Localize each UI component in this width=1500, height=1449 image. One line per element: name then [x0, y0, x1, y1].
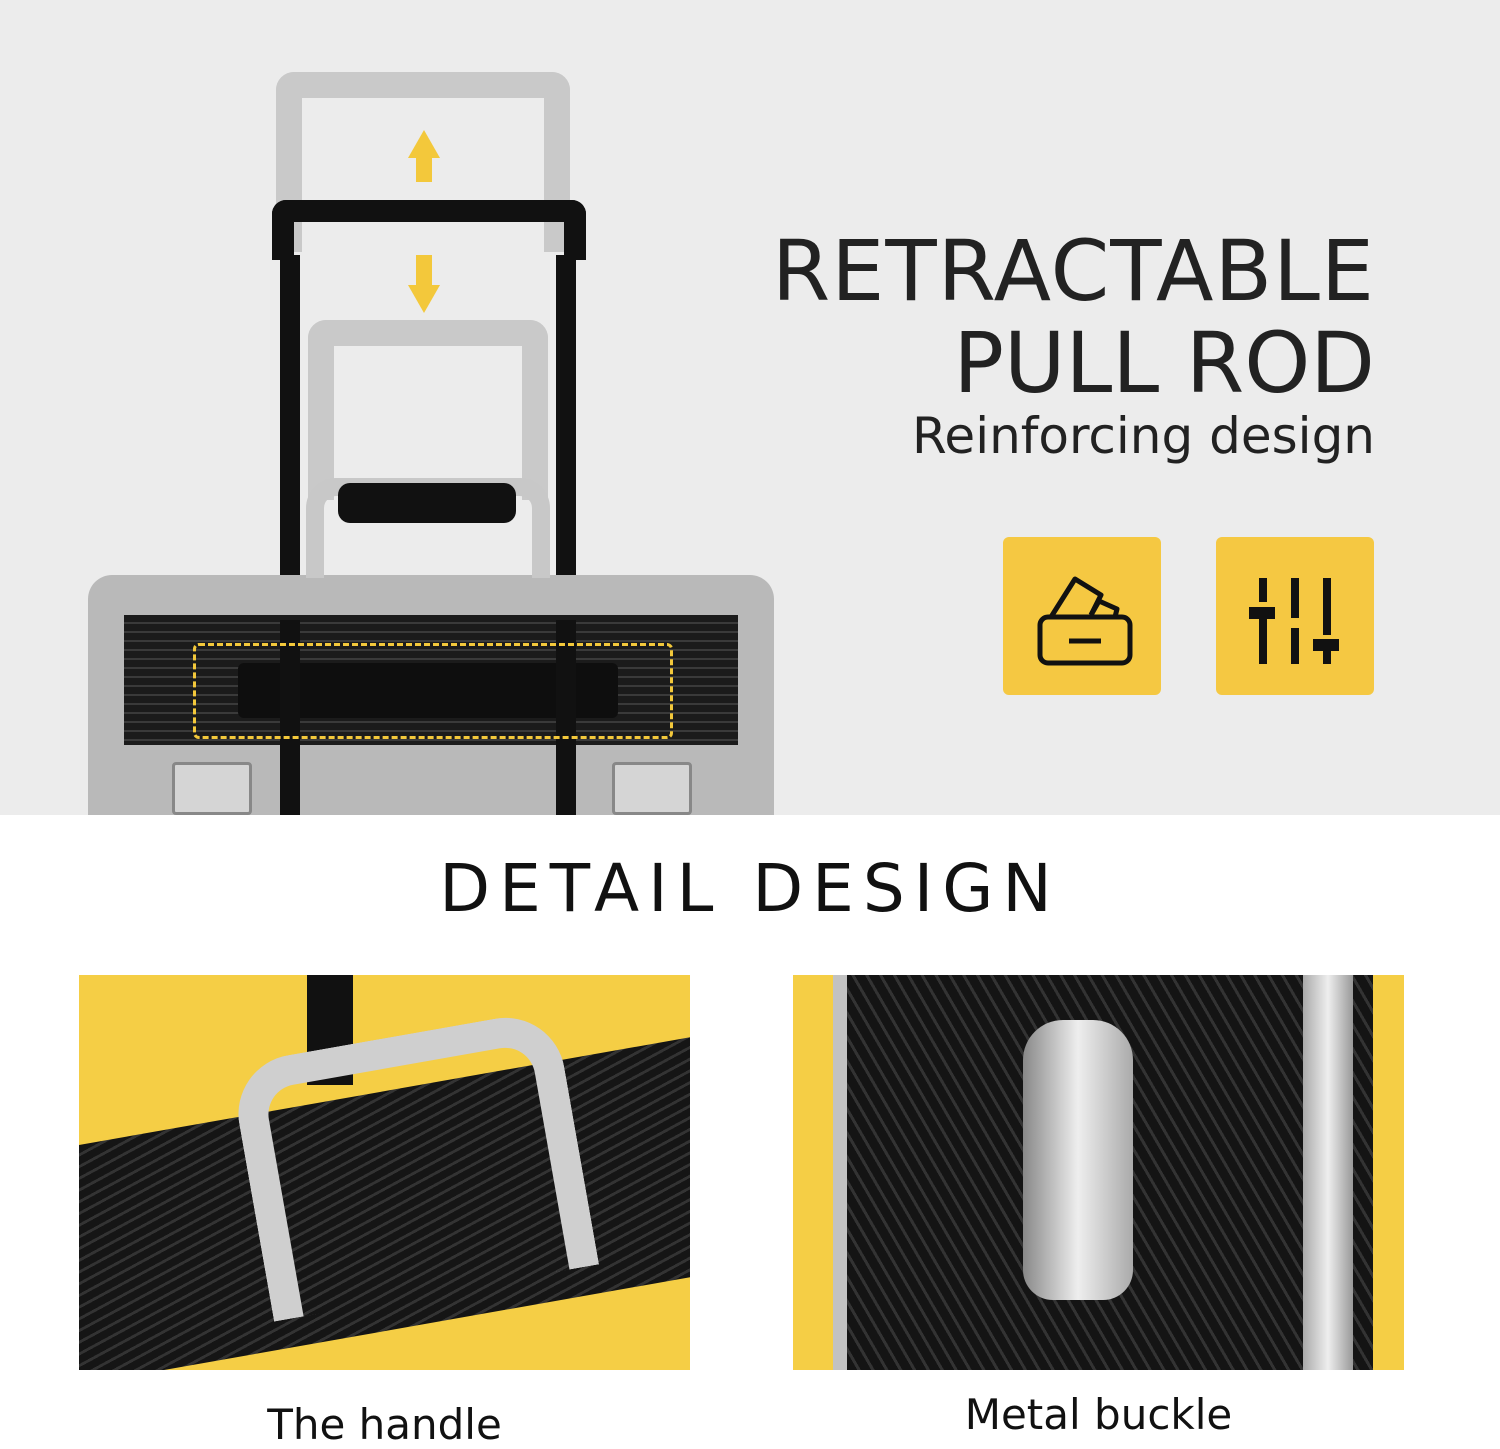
feature-title-line1: RETRACTABLE [771, 222, 1375, 320]
latch-left [172, 762, 252, 815]
handle-detail-photo [79, 975, 690, 1370]
retracted-handle-ghost [308, 320, 548, 500]
rod-over-strap [280, 620, 300, 815]
latch-right [612, 762, 692, 815]
arrow-down-shaft [416, 255, 432, 285]
velcro-strap [238, 663, 618, 718]
rod-over-strap [556, 620, 576, 815]
arrow-down-icon [408, 285, 440, 313]
extended-handle-ghost [276, 72, 570, 252]
caption-handle: The handle [267, 1400, 502, 1449]
caption-metal-buckle: Metal buckle [964, 1390, 1233, 1439]
feature-title-line2: PULL ROD [953, 314, 1375, 412]
pull-rod-handle [272, 200, 586, 260]
drawer-cards-icon [1003, 537, 1161, 695]
arrow-up-icon [408, 130, 440, 158]
pull-rod-hero: RETRACTABLE PULL ROD Reinforcing design [0, 0, 1500, 815]
carry-handle-grip [338, 483, 516, 523]
section-heading: DETAIL DESIGN [439, 850, 1061, 927]
metal-buckle-photo [793, 975, 1404, 1370]
sliders-icon [1216, 537, 1374, 695]
arrow-up-shaft [416, 158, 432, 182]
highlight-dashed-box [193, 643, 673, 739]
feature-subtitle: Reinforcing design [911, 407, 1375, 465]
